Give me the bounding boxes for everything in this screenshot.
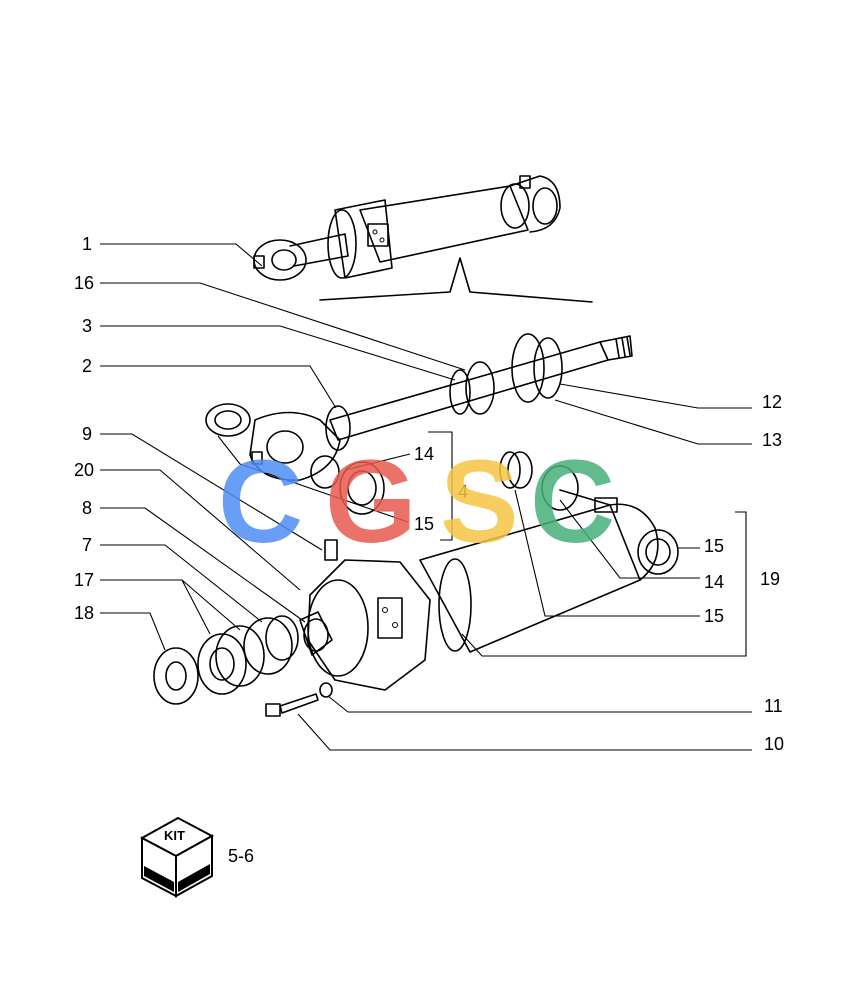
washer bbox=[319, 682, 333, 698]
callout-19: 19 bbox=[760, 569, 780, 589]
bushing-pair-left bbox=[310, 455, 385, 515]
callout-14-right: 14 bbox=[704, 572, 724, 592]
grease-nipple bbox=[324, 539, 338, 561]
watermark-letter-2: G bbox=[325, 436, 417, 568]
watermark-letter-4: C bbox=[530, 436, 615, 568]
callout-labels: 1 16 3 2 9 20 8 7 17 18 12 13 14 15 4 15… bbox=[74, 234, 784, 754]
callout-15-lower: 15 bbox=[704, 606, 724, 626]
wiper-seal bbox=[205, 403, 251, 437]
callout-17: 17 bbox=[74, 570, 94, 590]
assembled-cylinder bbox=[253, 175, 593, 303]
callout-13: 13 bbox=[762, 430, 782, 450]
kit-reference: 5-6 bbox=[228, 846, 254, 866]
callout-2: 2 bbox=[82, 356, 92, 376]
callout-3: 3 bbox=[82, 316, 92, 336]
callout-9: 9 bbox=[82, 424, 92, 444]
callout-8: 8 bbox=[82, 498, 92, 518]
bolt bbox=[265, 693, 319, 717]
watermark-letter-3: S bbox=[440, 436, 519, 568]
barrel-seal-ring bbox=[499, 451, 521, 489]
callout-15-left: 15 bbox=[414, 514, 434, 534]
rod-seals bbox=[325, 333, 563, 451]
callout-14-left: 14 bbox=[414, 444, 434, 464]
callout-15-right: 15 bbox=[704, 536, 724, 556]
callout-16: 16 bbox=[74, 273, 94, 293]
kit-badge-text: KIT bbox=[164, 828, 185, 843]
piston-rod bbox=[329, 335, 633, 441]
callout-12: 12 bbox=[762, 392, 782, 412]
callout-11: 11 bbox=[764, 696, 783, 716]
cylinder-head bbox=[299, 559, 431, 691]
kit-box-icon: KIT bbox=[139, 816, 215, 898]
watermark-letter-1: C bbox=[218, 436, 303, 568]
cylinder-barrel bbox=[419, 451, 679, 653]
callout-10: 10 bbox=[764, 734, 784, 754]
watermark-logo: C G S C bbox=[218, 436, 615, 568]
callout-20: 20 bbox=[74, 460, 94, 480]
piston-and-rings bbox=[153, 615, 299, 705]
callout-1: 1 bbox=[82, 234, 92, 254]
leader-lines bbox=[100, 243, 752, 751]
callout-4: 4 bbox=[458, 482, 468, 502]
callout-7: 7 bbox=[82, 535, 92, 555]
callout-18: 18 bbox=[74, 603, 94, 623]
